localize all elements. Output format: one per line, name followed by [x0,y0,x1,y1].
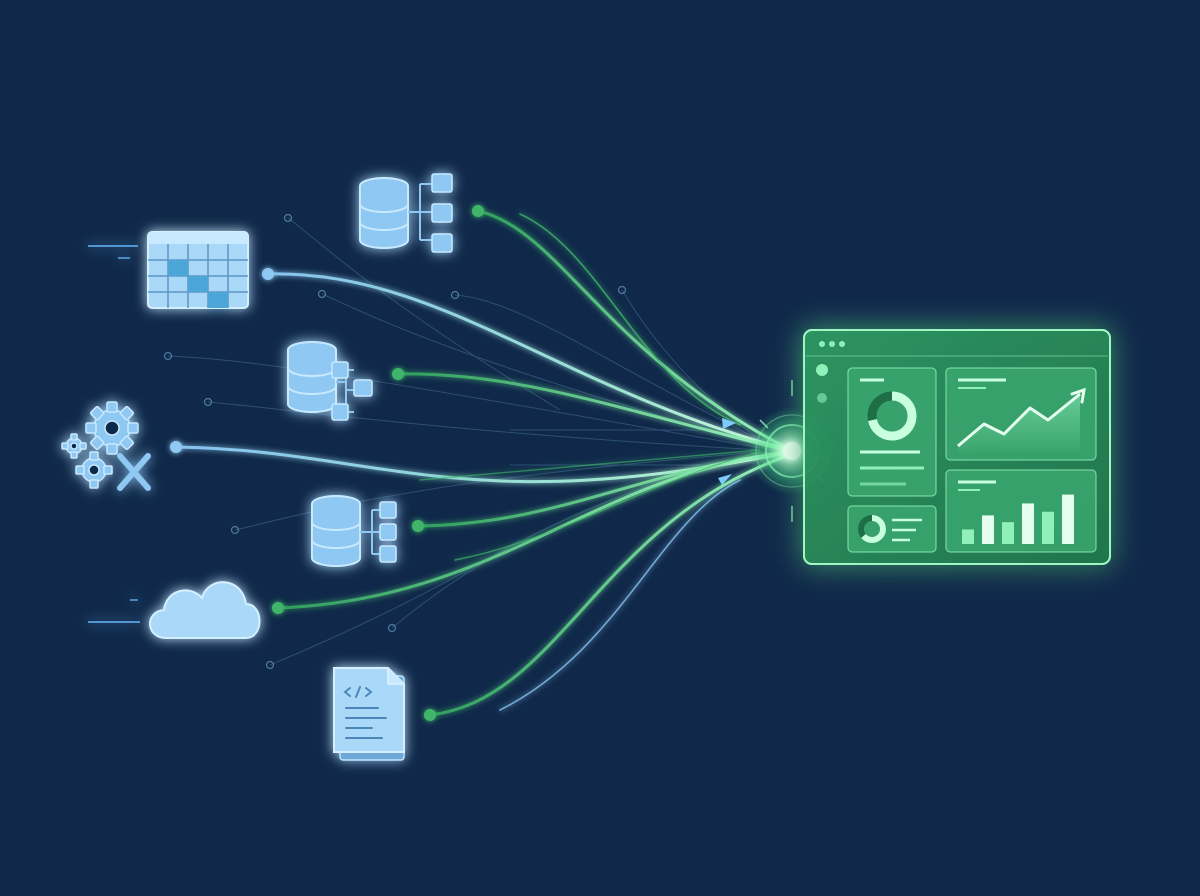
trend-arrow-icon [1070,387,1086,404]
node-database-middle [392,368,404,380]
database-schema-icon-top [359,173,453,253]
flow-settings [174,445,792,484]
window-dots [819,341,845,347]
analytics-dashboard-icon [803,329,1111,565]
line-trend-widget [945,367,1097,461]
flow-spreadsheet [266,272,792,452]
node-spreadsheet [262,268,274,280]
dashboard-bar [1042,511,1054,544]
faint-connector-lines [167,217,761,666]
dashboard-bar [1022,503,1034,544]
arrow-lower-icon [718,474,732,485]
flow-arrows [718,418,736,485]
bar-chart-widget [945,469,1097,553]
faint-node-dots [163,213,627,670]
node-settings [170,441,182,453]
spreadsheet-icon [88,231,249,309]
blue-data-flows [174,272,792,484]
flow-code-file [428,453,792,717]
arrow-upper-icon [722,418,736,429]
dashboard-bar [1062,494,1074,544]
donut-chart-widget [847,367,937,497]
node-cloud [272,602,284,614]
gear-wrench-icon [61,401,151,491]
dashboard-bar [962,529,974,544]
dashboard-bar [1002,522,1014,544]
code-document-icon [333,667,405,761]
flow-start-nodes [170,205,484,721]
node-database-top [472,205,484,217]
dashboard-bar [982,515,994,544]
cloud-icon [88,581,261,639]
database-schema-icon-middle [287,341,373,421]
dashboard-sidebar [816,364,828,403]
node-code-file [424,709,436,721]
mini-donut-widget [847,505,937,553]
flow-database-middle [396,372,792,453]
database-schema-icon-lower [311,495,397,567]
flow-database-top [476,209,792,452]
green-data-flows [276,209,792,717]
node-database-lower [412,520,424,532]
